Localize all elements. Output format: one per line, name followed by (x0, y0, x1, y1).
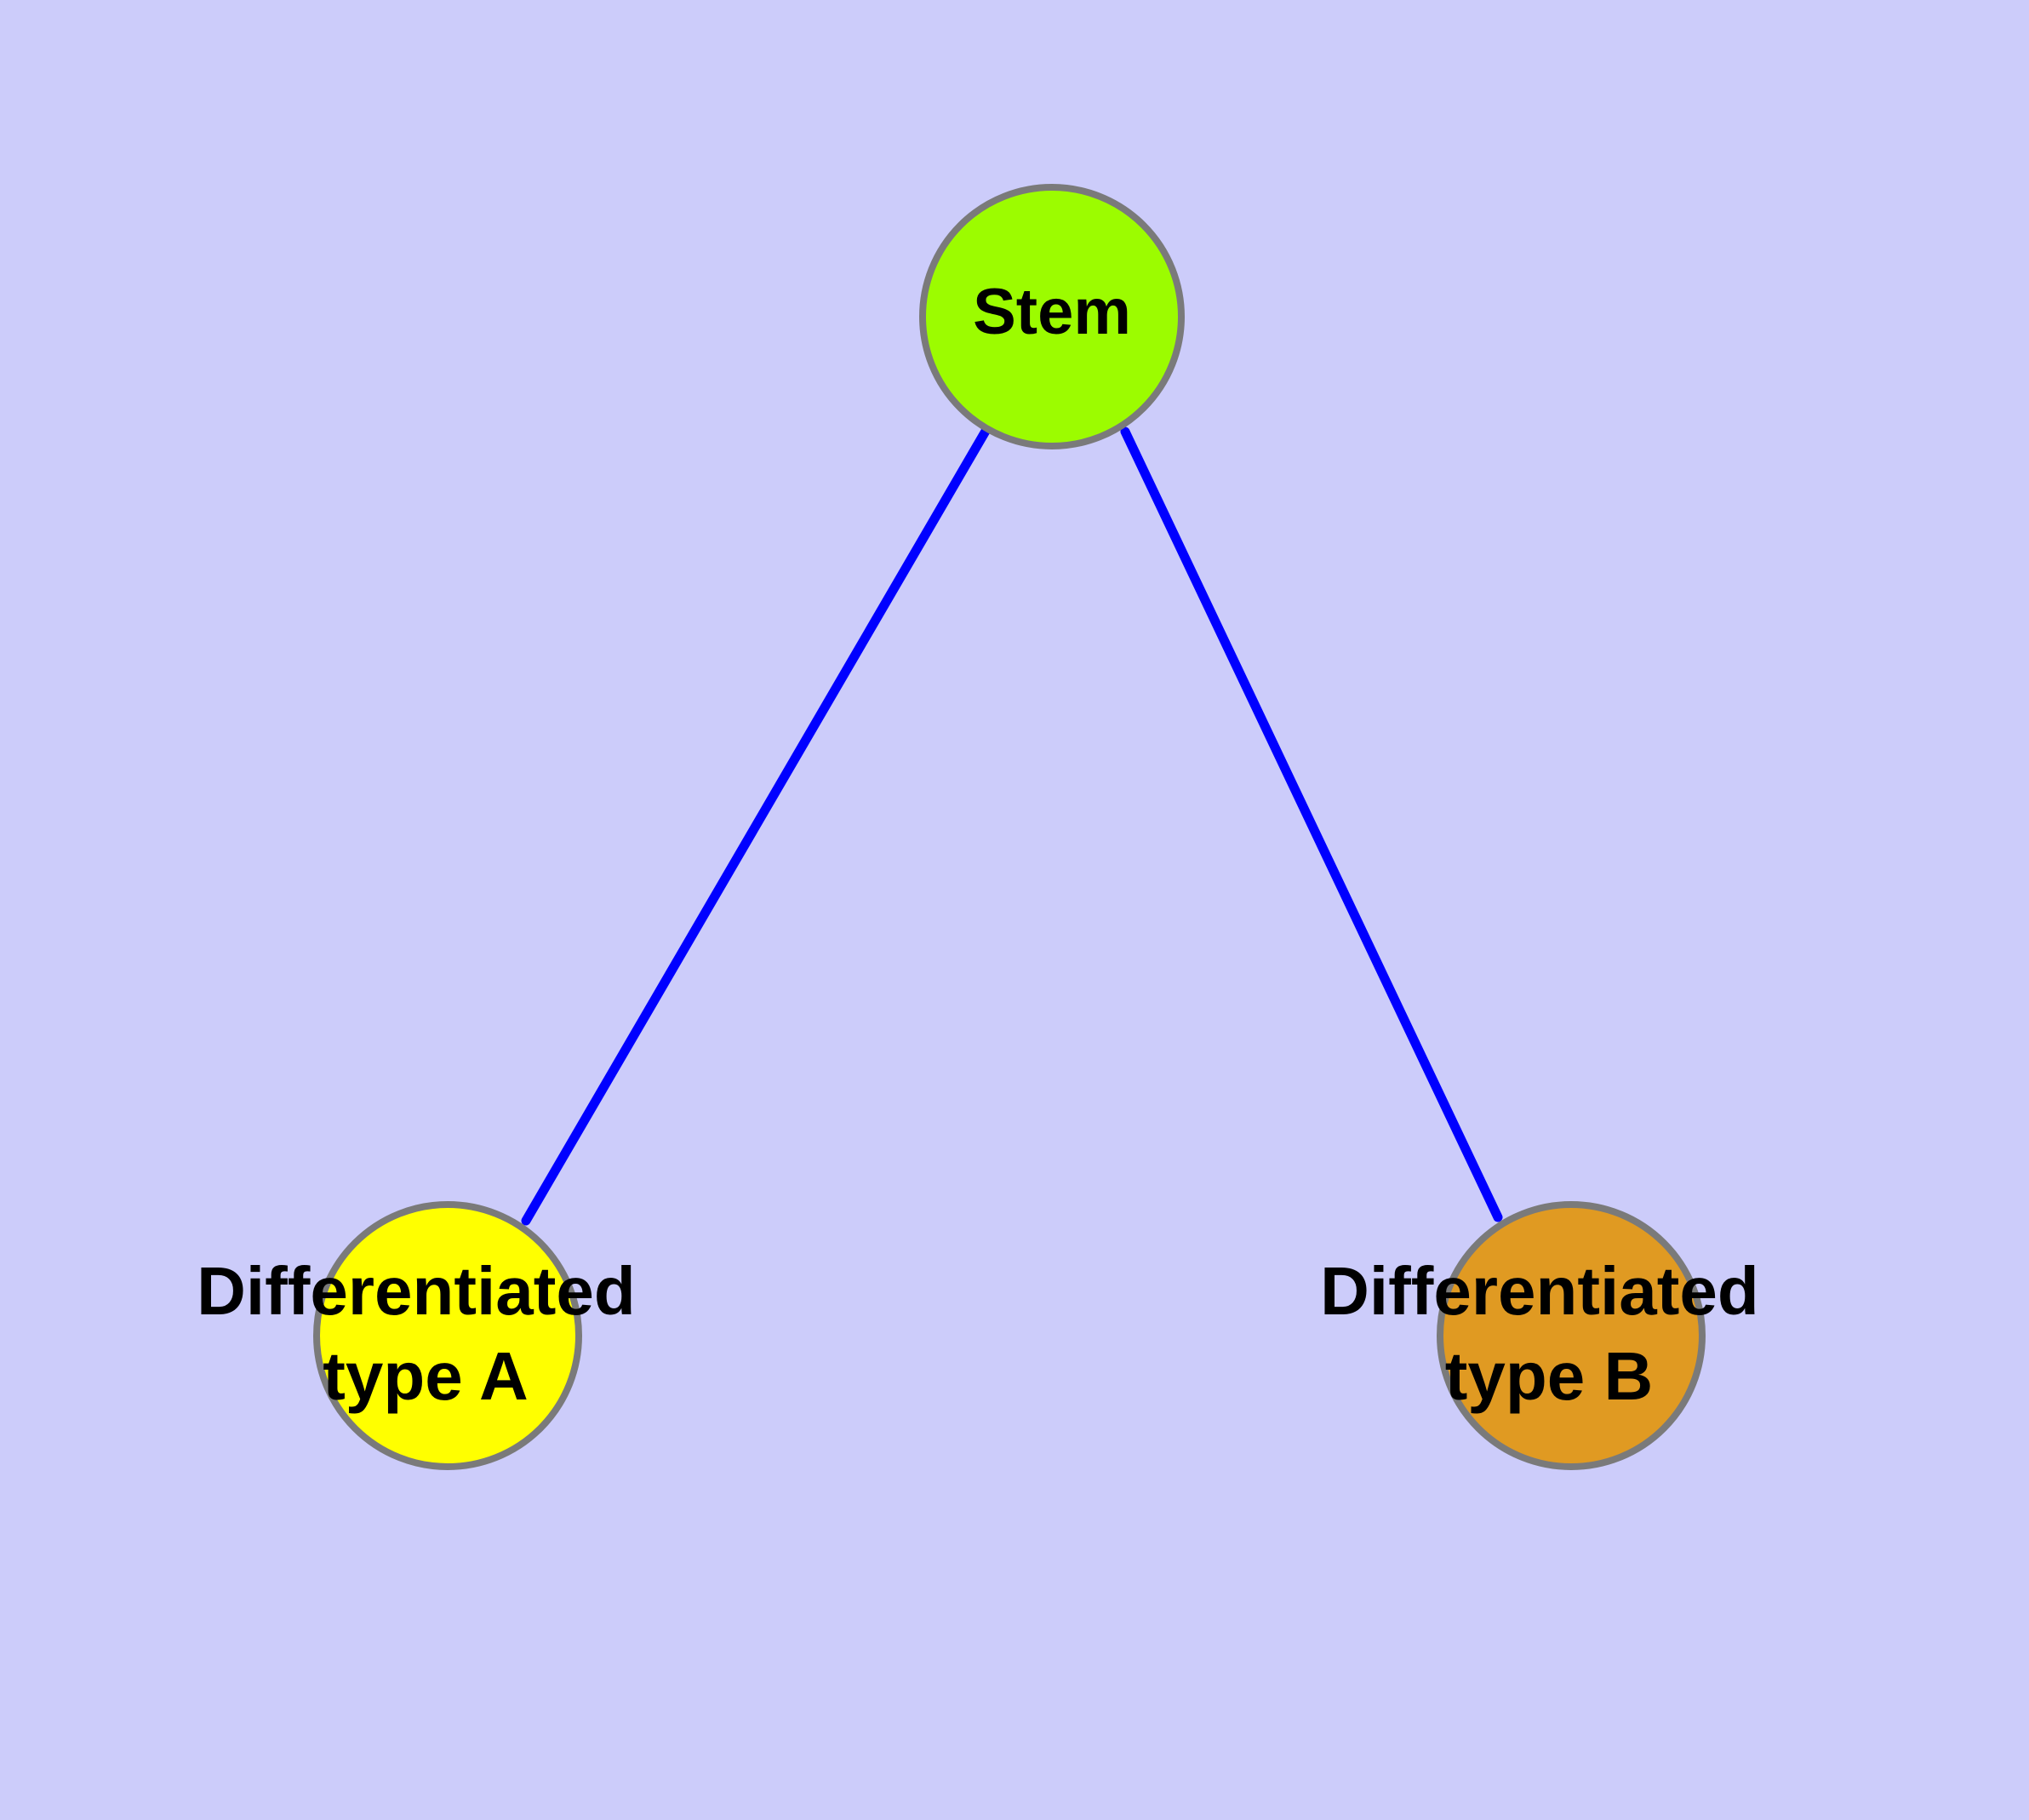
node-differentiated-type-b[interactable] (1437, 1201, 1706, 1470)
edges-group (521, 423, 1503, 1226)
node-stem-label-line-1: Stem (973, 276, 1131, 348)
node-differentiated-type-a-label-line-1: Differentiated (197, 1253, 636, 1329)
node-differentiated-type-b-label: Differentiated type B (1320, 1253, 1778, 1414)
node-stem-circle[interactable] (919, 184, 1185, 449)
node-differentiated-type-a[interactable] (313, 1201, 582, 1470)
edge-stem-to-differentiated-type-a[interactable] (521, 423, 992, 1226)
node-differentiated-type-b-circle[interactable] (1437, 1201, 1706, 1470)
node-differentiated-type-a-label: Differentiated type A (197, 1253, 654, 1414)
node-differentiated-type-a-label-line-2: type A (323, 1338, 529, 1414)
node-differentiated-type-b-label-line-1: Differentiated (1320, 1253, 1759, 1329)
node-differentiated-type-b-label-line-2: type B (1445, 1338, 1654, 1414)
node-stem-label: Stem (973, 276, 1131, 348)
edge-stem-to-differentiated-type-b[interactable] (1120, 426, 1503, 1222)
node-stem[interactable] (919, 184, 1185, 449)
nodes-group (313, 184, 1706, 1470)
node-differentiated-type-a-circle[interactable] (313, 1201, 582, 1470)
labels-group: Stem Differentiated type A Differentiate… (197, 276, 1778, 1414)
